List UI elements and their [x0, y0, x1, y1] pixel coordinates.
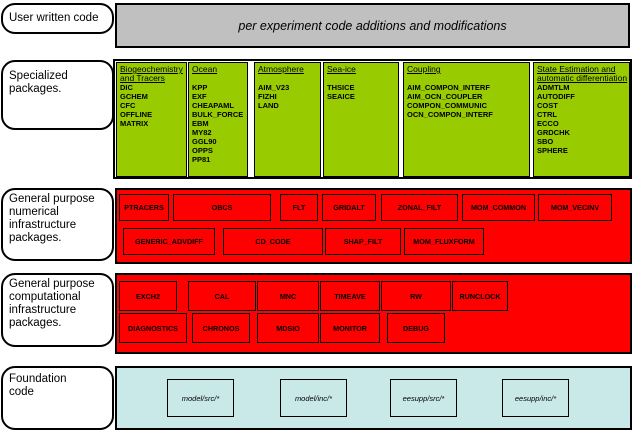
pkg-column-title: Biogeochemistry — [120, 64, 183, 74]
pkg-box-rw: RW — [381, 281, 451, 311]
numerical-label-line: General purpose — [9, 193, 95, 205]
pkg-box-mom-vecinv: MOM_VECINV — [538, 194, 612, 221]
foundation-layer: model/src/* model/inc/* eesupp/src/* ees… — [115, 366, 632, 430]
pkg-item: GGL90 — [192, 137, 217, 146]
pkg-box-chronos: CHRONOS — [192, 313, 250, 343]
pkg-item: OFFLINE — [120, 110, 153, 119]
user-code-label-line: User written code — [9, 12, 99, 24]
foundation-box-model-src: model/src/* — [167, 379, 234, 417]
pkg-item: OPPS — [192, 146, 213, 155]
foundation-box-eesupp-inc: eesupp/inc/* — [502, 379, 569, 417]
numerical-label-line: infrastructure — [9, 219, 77, 231]
pkg-item: GRDCHK — [537, 128, 570, 137]
specialized-label-line-2: packages. — [9, 83, 62, 95]
pkg-column-sea-ice: Sea-ice THSICE SEAICE — [323, 62, 399, 177]
computational-label-line: infrastructure — [9, 304, 77, 316]
pkg-item: FIZHI — [258, 92, 277, 101]
pkg-column-title: Coupling — [407, 64, 441, 74]
pkg-item: SBO — [537, 137, 554, 146]
pkg-item: KPP — [192, 83, 208, 92]
pkg-column-state-estimation: State Estimation and automatic different… — [533, 62, 630, 177]
computational-label-line: computational — [9, 291, 81, 303]
numerical-label-line: numerical — [9, 206, 59, 218]
pkg-column-coupling: Coupling AIM_COMPON_INTERF AIM_OCN_COUPL… — [403, 62, 530, 177]
pkg-item: OCN_COMPON_INTERF — [407, 110, 493, 119]
pkg-item: LAND — [258, 101, 279, 110]
pkg-box-generic-advdiff: GENERIC_ADVDIFF — [123, 228, 215, 255]
pkg-column-title: Sea-ice — [327, 64, 356, 74]
pkg-column-title: automatic differentiation — [537, 73, 628, 83]
pkg-box-runclock: RUNCLOCK — [452, 281, 508, 311]
computational-label: General purpose computational infrastruc… — [1, 273, 114, 347]
foundation-label-line: Foundation — [9, 373, 67, 385]
specialized-label: Specialized packages. — [1, 60, 114, 130]
pkg-box-obcs: OBCS — [173, 194, 271, 221]
pkg-item: EBM — [192, 119, 209, 128]
pkg-box-diagnostics: DIAGNOSTICS — [119, 313, 187, 343]
pkg-item: AIM_V23 — [258, 83, 290, 92]
pkg-box-mom-common: MOM_COMMON — [462, 194, 535, 221]
user-code-label: User written code — [1, 3, 114, 34]
foundation-label: Foundation code — [1, 366, 114, 430]
pkg-box-timeave: TIMEAVE — [320, 281, 380, 311]
pkg-box-mnc: MNC — [257, 281, 319, 311]
numerical-layer: PTRACERS OBCS FLT GRIDALT ZONAL_FILT MOM… — [115, 188, 632, 264]
pkg-item: ADMTLM — [537, 83, 570, 92]
pkg-box-zonal-filt: ZONAL_FILT — [381, 194, 458, 221]
user-code-banner: per experiment code additions and modifi… — [115, 3, 630, 48]
pkg-item: EXF — [192, 92, 207, 101]
specialized-layer: Biogeochemistry and Tracers DIC GCHEM CF… — [113, 59, 632, 179]
specialized-label-line-1: Specialized — [9, 70, 68, 82]
pkg-item: SEAICE — [327, 92, 355, 101]
pkg-column-title: and Tracers — [120, 73, 165, 83]
pkg-item: MY82 — [192, 128, 212, 137]
pkg-column-title: Atmosphere — [258, 64, 304, 74]
pkg-box-gridalt: GRIDALT — [322, 194, 376, 221]
pkg-box-flt: FLT — [280, 194, 318, 221]
pkg-box-mom-fluxform: MOM_FLUXFORM — [404, 228, 484, 255]
pkg-box-shap-filt: SHAP_FILT — [325, 228, 401, 255]
pkg-item: GCHEM — [120, 92, 148, 101]
computational-label-line: General purpose — [9, 278, 95, 290]
pkg-item: PP81 — [192, 155, 211, 164]
pkg-box-mdsio: MDSIO — [257, 313, 319, 343]
pkg-box-ptracers: PTRACERS — [119, 194, 169, 221]
foundation-box-eesupp-src: eesupp/src/* — [390, 379, 457, 417]
user-code-banner-text: per experiment code additions and modifi… — [238, 18, 507, 33]
pkg-column-biogeochemistry: Biogeochemistry and Tracers DIC GCHEM CF… — [116, 62, 187, 177]
pkg-item: AIM_OCN_COUPLER — [407, 92, 483, 101]
pkg-item: COST — [537, 101, 558, 110]
pkg-column-title: State Estimation and — [537, 64, 616, 74]
pkg-column-ocean: Ocean KPP EXF CHEAPAML BULK_FORCE EBM MY… — [188, 62, 248, 177]
pkg-box-cd-code: CD_CODE — [223, 228, 323, 255]
pkg-box-cal: CAL — [188, 281, 256, 311]
pkg-item: MATRIX — [120, 119, 149, 128]
pkg-item: AIM_COMPON_INTERF — [407, 83, 490, 92]
pkg-item: CFC — [120, 101, 136, 110]
numerical-label: General purpose numerical infrastructure… — [1, 188, 114, 261]
pkg-item: SPHERE — [537, 146, 568, 155]
computational-layer: EXCH2 CAL MNC TIMEAVE RW RUNCLOCK DIAGNO… — [115, 273, 632, 354]
pkg-item: DIC — [120, 83, 133, 92]
pkg-item: AUTODIFF — [537, 92, 575, 101]
foundation-box-model-inc: model/inc/* — [280, 379, 347, 417]
pkg-box-exch2: EXCH2 — [119, 281, 177, 311]
pkg-column-atmosphere: Atmosphere AIM_V23 FIZHI LAND — [254, 62, 321, 177]
pkg-box-debug: DEBUG — [387, 313, 445, 343]
pkg-item: ECCO — [537, 119, 559, 128]
pkg-column-title: Ocean — [192, 64, 218, 74]
numerical-label-line: packages. — [9, 232, 62, 244]
pkg-item: THSICE — [327, 83, 355, 92]
pkg-box-monitor: MONITOR — [320, 313, 380, 343]
foundation-label-line: code — [9, 386, 34, 398]
pkg-item: CHEAPAML — [192, 101, 234, 110]
computational-label-line: packages. — [9, 317, 62, 329]
pkg-item: COMPON_COMMUNIC — [407, 101, 487, 110]
pkg-item: CTRL — [537, 110, 557, 119]
pkg-item: BULK_FORCE — [192, 110, 244, 119]
